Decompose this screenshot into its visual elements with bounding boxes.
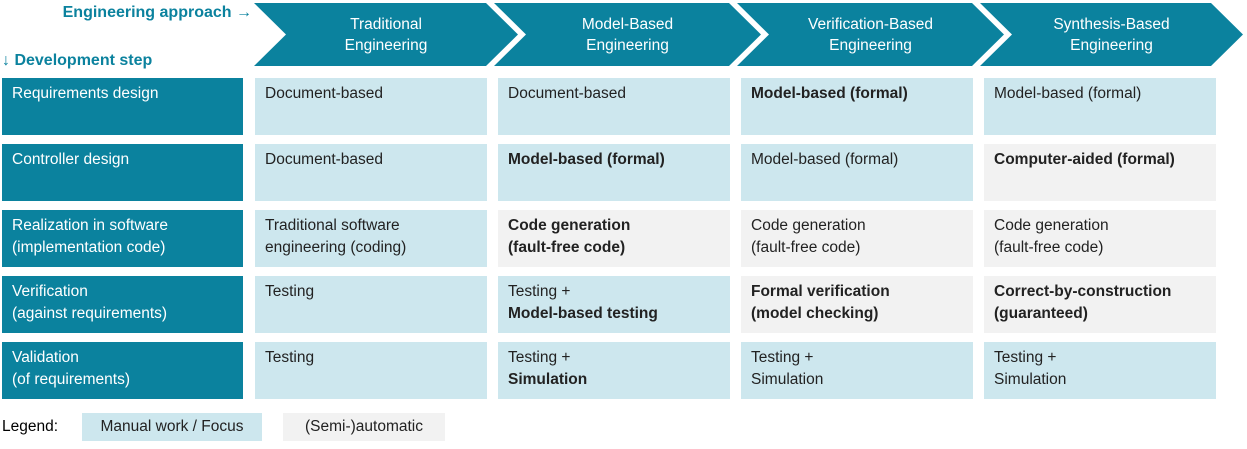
- cell-text: Formal verification: [751, 283, 890, 300]
- cell-text: (model checking): [751, 305, 879, 322]
- approach-axis-label: Engineering approach →: [0, 4, 252, 22]
- cell-text: Testing +: [508, 283, 571, 300]
- row-label-verification: Verification (against requirements): [2, 276, 243, 333]
- down-arrow-icon: ↓: [2, 52, 10, 69]
- matrix-cell: Document-based: [255, 78, 487, 135]
- legend-item-semi-automatic: (Semi-)automatic: [283, 413, 445, 441]
- column-header-verification-based-engineering: Verification-Based Engineering: [737, 3, 1004, 66]
- cell-text: (guaranteed): [994, 305, 1088, 322]
- row-label-controller-design: Controller design: [2, 144, 243, 201]
- matrix-cell: Code generation (fault-free code): [498, 210, 730, 267]
- matrix-cell: Code generation (fault-free code): [984, 210, 1216, 267]
- cell-text: Testing +: [751, 349, 814, 366]
- matrix-cell: Model-based (formal): [498, 144, 730, 201]
- cell-text: Simulation: [994, 371, 1067, 388]
- legend-label: Legend:: [2, 418, 59, 435]
- row-label-realization-in-software: Realization in software (implementation …: [2, 210, 243, 267]
- cell-text: Testing +: [994, 349, 1057, 366]
- cell-text: Simulation: [508, 371, 588, 388]
- cell-text: Code generation: [508, 217, 631, 234]
- cell-text: Document-based: [265, 151, 384, 168]
- cell-text: Testing: [265, 283, 315, 300]
- cell-text: Computer-aided (formal): [994, 151, 1175, 168]
- matrix-cell: Testing + Simulation: [741, 342, 973, 399]
- cell-text: Model-based (formal): [994, 85, 1142, 102]
- step-axis-label: ↓ Development step: [2, 52, 152, 70]
- step-axis-text: Development step: [14, 52, 153, 69]
- matrix-cell: Testing + Simulation: [984, 342, 1216, 399]
- matrix-cell: Testing + Model-based testing: [498, 276, 730, 333]
- matrix-cell: Testing: [255, 342, 487, 399]
- column-header-model-based-engineering: Model-Based Engineering: [494, 3, 761, 66]
- row-label-validation: Validation (of requirements): [2, 342, 243, 399]
- column-header-traditional-engineering: Traditional Engineering: [254, 3, 518, 66]
- matrix-cell: Traditional software engineering (coding…: [255, 210, 487, 267]
- column-header-band: Traditional Engineering Model-Based Engi…: [254, 3, 1243, 66]
- column-header-label: Synthesis-Based Engineering: [1053, 15, 1170, 54]
- cell-text: Traditional software: [265, 217, 400, 234]
- cell-text: engineering (coding): [265, 239, 407, 256]
- cell-text: Model-based (formal): [508, 151, 665, 168]
- matrix-cell: Model-based (formal): [741, 78, 973, 135]
- matrix-cell: Model-based (formal): [741, 144, 973, 201]
- matrix-cell: Correct-by-construction (guaranteed): [984, 276, 1216, 333]
- cell-text: Document-based: [508, 85, 627, 102]
- cell-text: Model-based (formal): [751, 85, 908, 102]
- cell-text: Testing +: [508, 349, 571, 366]
- matrix-cell: Formal verification (model checking): [741, 276, 973, 333]
- matrix-cell: Code generation (fault-free code): [741, 210, 973, 267]
- cell-text: (fault-free code): [508, 239, 626, 256]
- cell-text: Correct-by-construction: [994, 283, 1172, 300]
- matrix-cell: Document-based: [498, 78, 730, 135]
- matrix-cell: Testing: [255, 276, 487, 333]
- matrix-cell: Testing + Simulation: [498, 342, 730, 399]
- cell-text: (fault-free code): [994, 239, 1104, 256]
- matrix-cell: Computer-aided (formal): [984, 144, 1216, 201]
- cell-text: Model-based (formal): [751, 151, 899, 168]
- column-header-label: Traditional Engineering: [344, 15, 428, 54]
- legend-item-manual-work: Manual work / Focus: [82, 413, 262, 441]
- matrix-cell: Document-based: [255, 144, 487, 201]
- column-header-label: Model-Based Engineering: [581, 15, 674, 54]
- row-label-requirements-design: Requirements design: [2, 78, 243, 135]
- cell-text: Code generation: [994, 217, 1109, 234]
- right-arrow-icon: →: [236, 4, 252, 21]
- approach-axis-text: Engineering approach: [62, 4, 232, 21]
- column-header-label: Verification-Based Engineering: [808, 15, 933, 54]
- cell-text: Code generation: [751, 217, 866, 234]
- cell-text: Model-based testing: [508, 305, 658, 322]
- column-header-synthesis-based-engineering: Synthesis-Based Engineering: [980, 3, 1243, 66]
- cell-text: Simulation: [751, 371, 824, 388]
- matrix-cell: Model-based (formal): [984, 78, 1216, 135]
- cell-text: Testing: [265, 349, 315, 366]
- cell-text: Document-based: [265, 85, 384, 102]
- cell-text: (fault-free code): [751, 239, 861, 256]
